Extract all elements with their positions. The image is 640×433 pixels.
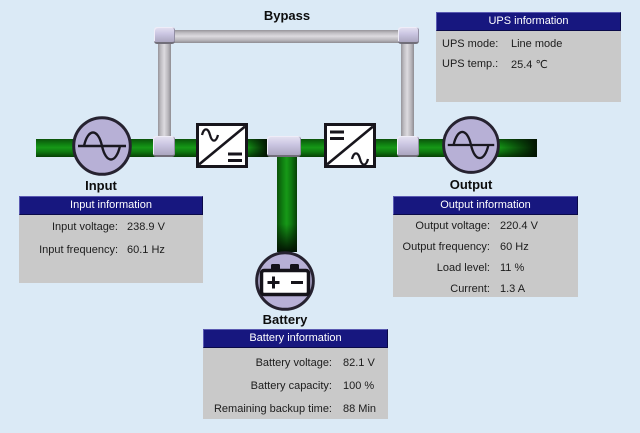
info-row: UPS mode: Line mode [436, 34, 621, 54]
bypass-label: Bypass [263, 8, 311, 23]
output-information-panel: Output information Output voltage: 220.4… [393, 196, 578, 297]
bypass-pipe-horizontal [166, 30, 408, 43]
input-label: Input [85, 178, 117, 193]
output-sine-wave-icon [442, 116, 500, 174]
info-row: Load level: 11 % [393, 257, 578, 278]
row-value: 1.3 A [500, 282, 526, 295]
row-value: 100 % [343, 379, 375, 392]
pipe-shade-output-end [498, 139, 537, 157]
panel-body: Input voltage: 238.9 V Input frequency: … [19, 215, 203, 261]
panel-title: Input information [19, 196, 203, 215]
row-value: 88 Min [343, 402, 377, 415]
info-row: Output voltage: 220.4 V [393, 215, 578, 236]
battery-pipe-shade [277, 224, 297, 252]
pipe-shade-before-battery-junction [246, 139, 268, 157]
row-label: Load level: [436, 261, 490, 274]
bypass-corner-left [154, 27, 175, 44]
row-value: 238.9 V [127, 220, 165, 233]
row-value: 82.1 V [343, 356, 375, 369]
info-row: Battery voltage: 82.1 V [203, 351, 388, 374]
panel-body: Battery voltage: 82.1 V Battery capacity… [203, 348, 388, 420]
row-value: Line mode [511, 38, 563, 50]
junction-battery-tee [267, 136, 301, 157]
row-value: 25.4 ℃ [511, 58, 548, 71]
row-label: Current: [450, 282, 490, 295]
rectifier-ac-dc-icon [196, 123, 248, 168]
row-label: Battery capacity: [250, 379, 332, 392]
row-value: 220.4 V [500, 219, 538, 232]
row-label: UPS mode: [442, 38, 499, 50]
bypass-pipe-right-vertical [401, 44, 414, 138]
row-label: Battery voltage: [255, 356, 332, 369]
row-label: Remaining backup time: [213, 402, 332, 415]
panel-body: Output voltage: 220.4 V Output frequency… [393, 215, 578, 299]
row-label: Output frequency: [402, 240, 490, 253]
row-label: Input frequency: [39, 243, 118, 256]
info-row: Battery capacity: 100 % [203, 374, 388, 397]
info-row: UPS temp.: 25.4 ℃ [436, 54, 621, 74]
bypass-corner-right [398, 27, 419, 44]
panel-body: UPS mode: Line mode UPS temp.: 25.4 ℃ [436, 31, 621, 74]
info-row: Input frequency: 60.1 Hz [19, 238, 203, 261]
input-information-panel: Input information Input voltage: 238.9 V… [19, 196, 203, 283]
input-sine-wave-icon [72, 116, 132, 176]
inverter-dc-ac-icon [324, 123, 376, 168]
info-row: Remaining backup time: 88 Min [203, 397, 388, 420]
battery-icon [255, 251, 315, 311]
bypass-pipe-left-vertical [158, 44, 171, 138]
battery-information-panel: Battery information Battery voltage: 82.… [203, 329, 388, 419]
junction-bypass-right [397, 136, 419, 157]
info-row: Output frequency: 60 Hz [393, 236, 578, 257]
ups-information-panel: UPS information UPS mode: Line mode UPS … [436, 12, 621, 102]
row-value: 60.1 Hz [127, 243, 165, 256]
row-value: 60 Hz [500, 240, 529, 253]
output-label: Output [449, 177, 493, 192]
row-label: UPS temp.: [442, 58, 499, 70]
row-label: Input voltage: [51, 220, 118, 233]
info-row: Input voltage: 238.9 V [19, 215, 203, 238]
battery-label: Battery [262, 312, 308, 327]
row-value: 11 % [500, 261, 525, 274]
panel-title: UPS information [436, 12, 621, 31]
panel-title: Battery information [203, 329, 388, 348]
junction-bypass-left [153, 136, 175, 157]
row-label: Output voltage: [415, 219, 490, 232]
info-row: Current: 1.3 A [393, 278, 578, 299]
panel-title: Output information [393, 196, 578, 215]
